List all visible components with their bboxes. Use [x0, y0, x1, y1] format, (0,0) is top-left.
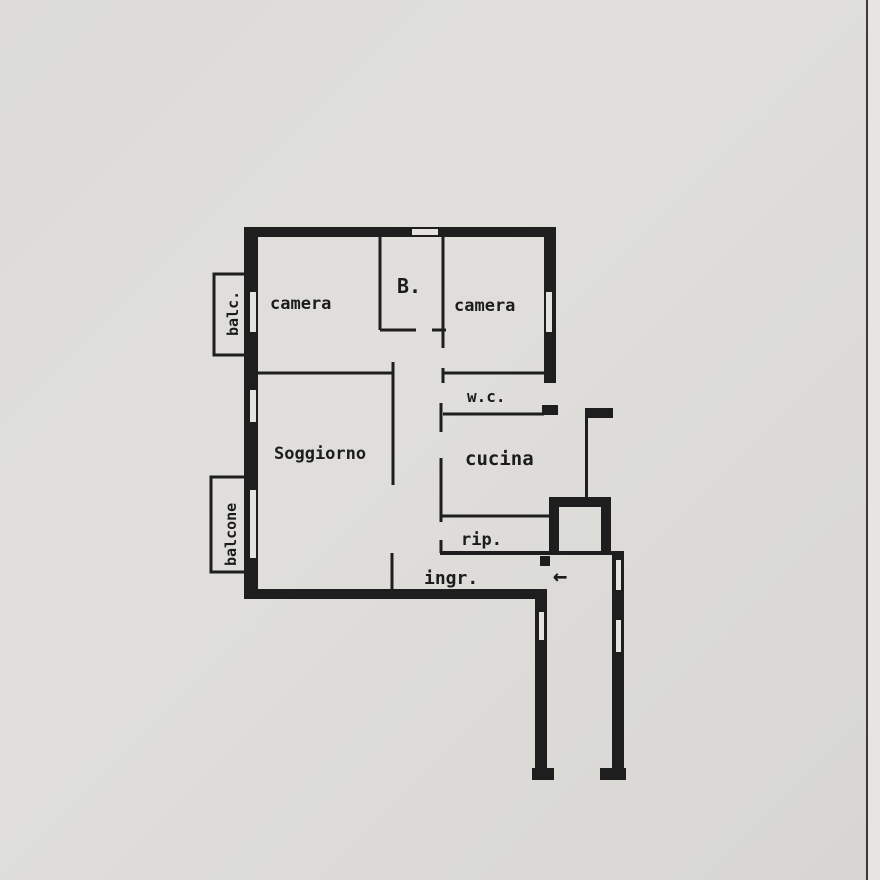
balconies — [209, 272, 250, 574]
windows — [250, 229, 621, 652]
room-label-ingresso: ingr. — [424, 568, 478, 589]
room-label-ripostiglio: rip. — [461, 530, 502, 550]
entry-arrow-icon: ← — [553, 562, 567, 590]
room-label-camera-2: camera — [454, 296, 515, 316]
interior-walls — [258, 237, 550, 590]
room-label-bath: B. — [397, 274, 421, 298]
room-label-soggiorno: Soggiorno — [274, 444, 366, 464]
balcony-label-lower: balcone — [222, 503, 240, 566]
page-edge — [866, 0, 868, 880]
page-margin — [868, 0, 880, 880]
room-label-camera-1: camera — [270, 294, 331, 314]
room-label-cucina: cucina — [465, 448, 534, 470]
balcony-label-upper: balc. — [224, 291, 242, 336]
room-label-wc: w.c. — [467, 387, 506, 406]
